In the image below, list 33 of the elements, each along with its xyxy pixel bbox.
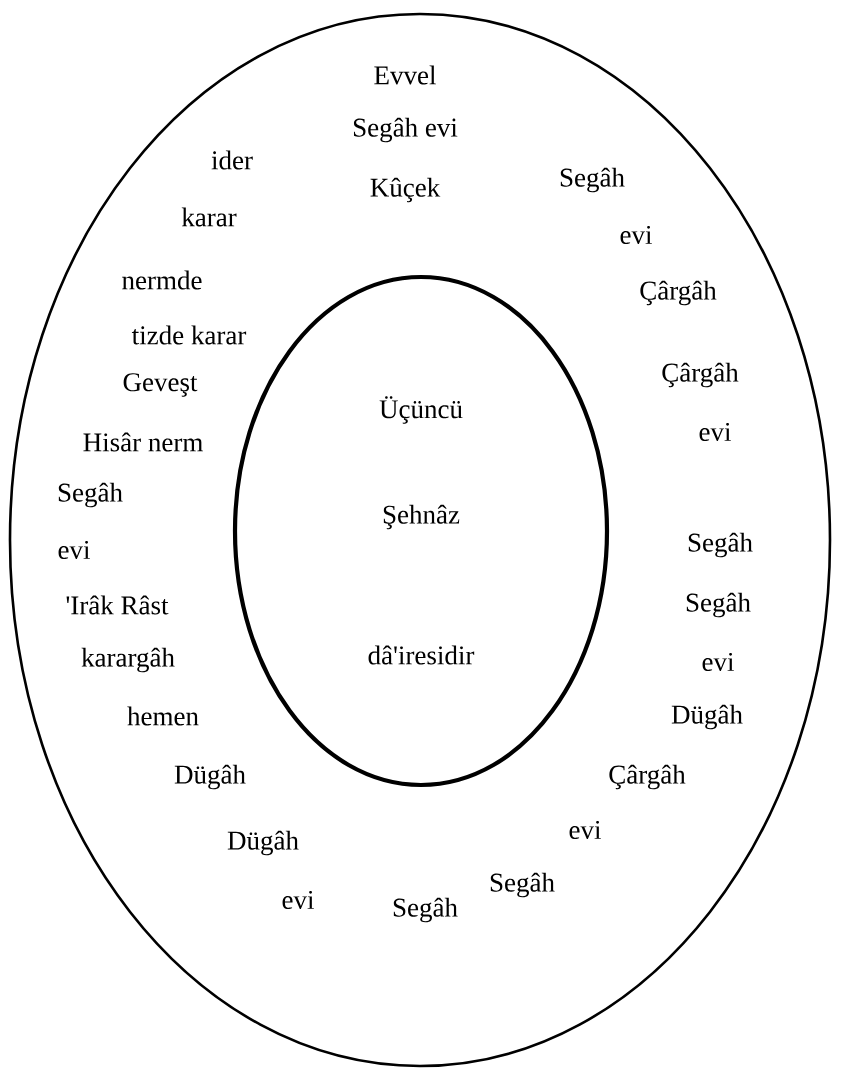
ring-word: Evvel bbox=[374, 65, 436, 85]
ring-word: evi bbox=[569, 820, 601, 840]
ring-word: tizde karar bbox=[131, 325, 247, 345]
center-text: Üçüncü bbox=[379, 396, 463, 424]
ring-word: Dügâh bbox=[227, 830, 299, 856]
ring-word: Segâh bbox=[58, 482, 123, 508]
ring-word: hemen bbox=[127, 706, 199, 726]
ring-word: Segâh bbox=[686, 592, 751, 618]
ring-word: Çârgâh bbox=[640, 280, 717, 306]
ring-word: Dügâh bbox=[174, 764, 246, 790]
ring-word: evi bbox=[58, 540, 90, 560]
ring-word: evi bbox=[702, 652, 734, 672]
ring-word: ider bbox=[211, 150, 253, 170]
ring-word: evi bbox=[699, 422, 731, 442]
ring-word: Segâh bbox=[490, 872, 555, 898]
center-text: Şehnâz bbox=[383, 504, 460, 530]
ring-word: Dügâh bbox=[671, 704, 743, 730]
ring-word: Hisâr nerm bbox=[83, 432, 203, 452]
ring-word: Segâh bbox=[393, 897, 458, 923]
ring-word: Çârgâh bbox=[609, 764, 686, 790]
center-text: dâ'iresidir bbox=[368, 645, 475, 665]
ring-word: 'Irâk Râst bbox=[66, 595, 169, 615]
ring-word: nermde bbox=[122, 270, 202, 290]
ring-word: karar bbox=[181, 207, 237, 227]
ring-word: Segâh bbox=[560, 167, 625, 193]
ring-word: evi bbox=[620, 225, 652, 245]
ring-word: evi bbox=[282, 890, 314, 910]
ring-word: Çârgâh bbox=[662, 362, 739, 388]
ring-word: Kûçek bbox=[370, 177, 441, 203]
ring-word: Segâh bbox=[688, 532, 753, 558]
ring-word: Segâh evi bbox=[353, 117, 458, 143]
ring-word: karargâh bbox=[81, 647, 175, 673]
ring-word: Geveşt bbox=[123, 373, 198, 397]
